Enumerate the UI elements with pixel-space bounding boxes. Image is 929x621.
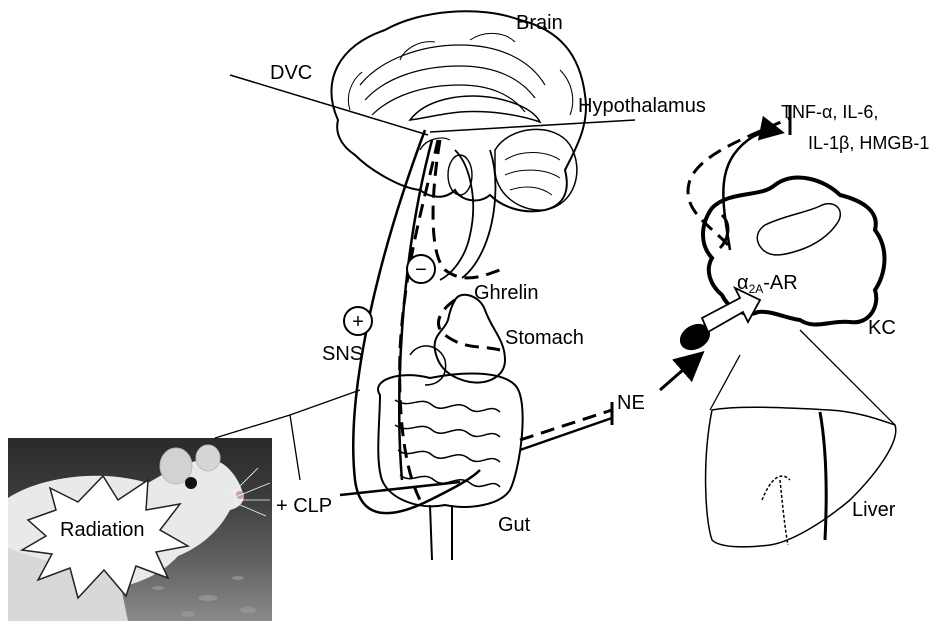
ne-dashed-line: [520, 410, 612, 440]
brain-illustration: [331, 11, 586, 280]
radiation-label: Radiation: [60, 520, 145, 540]
negative-sign-icon: −: [406, 254, 436, 284]
ne-label: NE: [617, 393, 645, 413]
ghrelin-label: Ghrelin: [474, 283, 538, 303]
brain-label: Brain: [516, 13, 563, 33]
liver-label: Liver: [852, 500, 895, 520]
stomach-illustration: [410, 295, 505, 385]
gut-label: Gut: [498, 515, 530, 535]
dvc-label: DVC: [270, 63, 312, 83]
clp-label: + CLP: [276, 496, 332, 516]
hypothalamus-label: Hypothalamus: [578, 96, 706, 116]
cytokines-label-line1: TNF-α, IL-6,: [781, 103, 878, 121]
alpha-2a-ar-label: α2A-AR: [737, 273, 798, 295]
stomach-label: Stomach: [505, 328, 584, 348]
kc-label: KC: [868, 318, 896, 338]
liver-illustration: [706, 407, 896, 547]
ne-solid-line: [520, 418, 612, 450]
kupffer-cell-nucleus: [757, 204, 840, 255]
kc-solid-pathway: [723, 131, 780, 250]
sns-label: SNS: [322, 344, 363, 364]
ne-to-receptor-arrow: [660, 355, 700, 390]
positive-sign-icon: +: [343, 306, 373, 336]
cytokines-label-line2: IL-1β, HMGB-1: [808, 134, 929, 152]
